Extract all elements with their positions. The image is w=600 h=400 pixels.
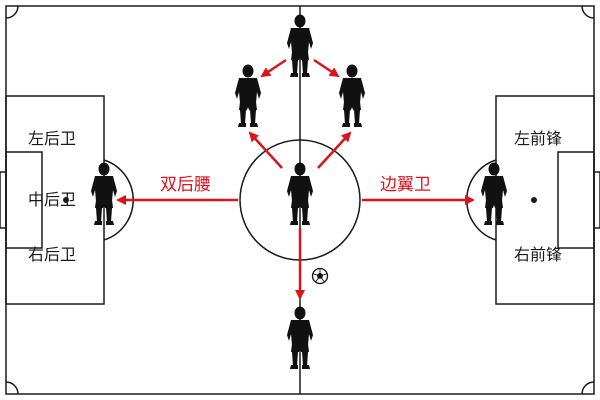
players — [91, 14, 507, 369]
right-penalty-spot — [531, 197, 537, 203]
wing-back-label: 边翼卫 — [380, 175, 431, 195]
player-silhouette-icon — [481, 162, 507, 225]
arrow-up-left — [248, 131, 283, 169]
arrow-top-left — [260, 58, 287, 78]
player-silhouette-icon — [235, 64, 261, 127]
right-forward-label: 右前锋 — [514, 245, 562, 264]
right-penalty-area — [495, 95, 595, 305]
arrow-top-right — [313, 58, 340, 78]
player-silhouette-icon — [339, 64, 365, 127]
left-forward-label: 左前锋 — [514, 129, 562, 148]
corner-arc — [5, 5, 19, 19]
right-goal — [593, 171, 600, 229]
corner-arc — [5, 381, 19, 395]
left-goal — [0, 171, 7, 229]
center-back-label: 中后卫 — [28, 190, 76, 209]
left-back-label: 左后卫 — [28, 129, 76, 148]
left-penalty-spot — [63, 197, 69, 203]
corner-arc — [581, 381, 595, 395]
corner-arc — [581, 5, 595, 19]
arrow-up-right — [317, 131, 352, 169]
right-back-label: 右后卫 — [28, 245, 76, 264]
right-goal-area — [557, 151, 595, 249]
double-pivot-label: 双后腰 — [160, 175, 211, 195]
movement-arrows — [116, 58, 475, 300]
soccer-ball-icon — [311, 267, 329, 285]
